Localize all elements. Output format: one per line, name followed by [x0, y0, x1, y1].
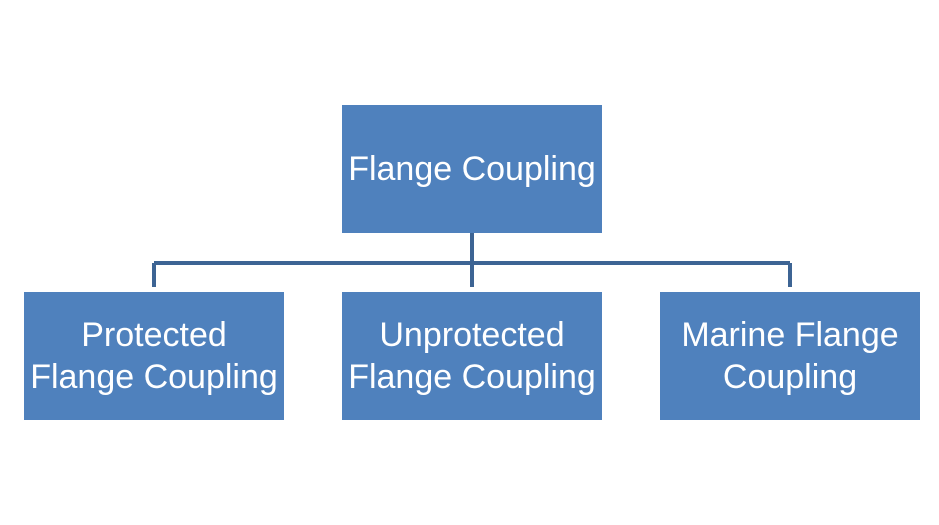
- child-node-label: Unprotected Flange Coupling: [348, 315, 596, 397]
- root-node-label: Flange Coupling: [348, 149, 596, 188]
- child-node-label: Protected Flange Coupling: [30, 315, 278, 397]
- child-node-protected: Protected Flange Coupling: [24, 292, 284, 420]
- child-node-marine: Marine Flange Coupling: [660, 292, 920, 420]
- child-node-unprotected: Unprotected Flange Coupling: [342, 292, 602, 420]
- root-node-flange-coupling: Flange Coupling: [342, 105, 602, 233]
- child-node-label: Marine Flange Coupling: [681, 315, 899, 397]
